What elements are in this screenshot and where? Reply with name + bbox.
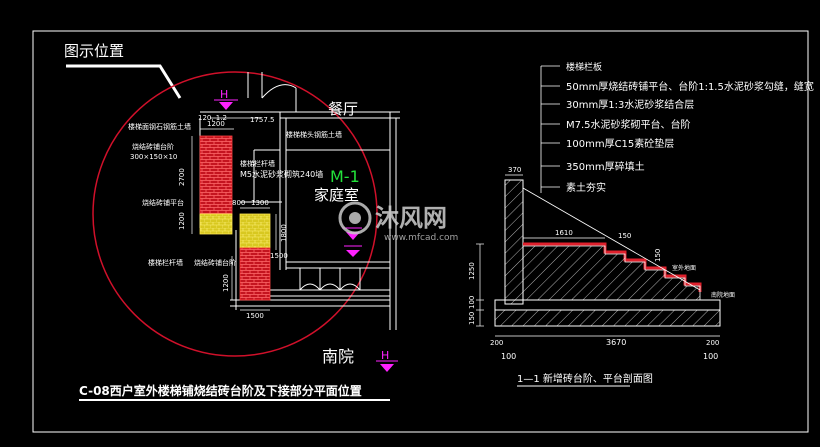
layer-5: 100mm厚C15素砼垫层 xyxy=(566,137,674,150)
legend-position-label: 图示位置 xyxy=(64,42,124,60)
dim-1250: 1250 xyxy=(468,262,476,280)
dim-1300: 1300 xyxy=(251,199,269,207)
legend-leader-line xyxy=(66,64,182,99)
dim-1500-b: 1500 xyxy=(270,252,288,260)
room-dining: 餐厅 xyxy=(328,100,358,118)
dim-1500: 1500 xyxy=(246,312,264,320)
section-step-body xyxy=(522,245,701,301)
brick-stair-lower xyxy=(239,247,271,301)
note-stair-railing: 楼梯栏杆墙 xyxy=(240,159,275,168)
note-mortar: M5水泥砂浆砌筑240墙 xyxy=(240,169,323,179)
watermark: 沐风网 www.mfcad.com xyxy=(338,201,458,243)
layer-6: 350mm厚碎填土 xyxy=(566,160,645,173)
section-left-dims xyxy=(476,243,484,327)
dim-3670: 3670 xyxy=(606,338,626,347)
brick-platform-left xyxy=(199,213,233,235)
brick-platform-right xyxy=(239,213,271,249)
dim-200: 200 xyxy=(490,339,503,347)
note-paving-steps: 烧结砖铺台阶 xyxy=(132,142,174,151)
label-natural-ground: 室外地面 xyxy=(672,264,696,272)
dim-100-right: 100 xyxy=(703,352,718,361)
watermark-url: www.mfcad.com xyxy=(384,233,458,243)
section-gravel-layer xyxy=(494,309,721,327)
dim-100: 100 xyxy=(468,296,476,309)
dim-1610: 1610 xyxy=(555,229,573,237)
plan-dimension-lines xyxy=(191,117,277,311)
marker-h-top: H xyxy=(214,88,238,110)
dim-1757: 1757.5 xyxy=(250,116,275,124)
layer-1: 楼梯栏板 xyxy=(566,61,602,73)
note-platform: 烧结砖铺平台 xyxy=(142,198,184,207)
dim-2700: 2700 xyxy=(178,168,186,186)
dim-1200-top: 1200 xyxy=(207,120,225,128)
dim-120: 120, 1.2 xyxy=(198,114,227,122)
layer-2: 50mm厚烧结砖铺平台、台阶1:1.5水泥砂浆勾缝，缝宽 xyxy=(566,80,814,93)
room-south-yard: 南院 xyxy=(322,347,354,366)
dim-150-a: 150 xyxy=(618,232,631,240)
highlight-circle xyxy=(92,71,378,357)
plan-title: C-08西户室外楼梯铺烧结砖台阶及下接部分平面位置 xyxy=(79,383,362,398)
section-title: 1—1 新增砖台阶、平台剖面图 xyxy=(517,372,653,385)
note-paving-size: 300×150×10 xyxy=(130,153,177,161)
marker-h-bottom: H xyxy=(376,349,398,372)
dim-100-left: 100 xyxy=(501,352,516,361)
dim-1200-mid: 1200 xyxy=(178,212,186,230)
label-ground: 南院地面 xyxy=(711,291,735,299)
note-stair-rail-left: 楼梯面钢石钢筋土墙 xyxy=(128,122,191,131)
svg-text:H: H xyxy=(381,349,389,362)
marker-m1: M-1 xyxy=(330,167,360,186)
layer-7: 素土夯实 xyxy=(566,181,606,194)
svg-text:H: H xyxy=(220,88,228,101)
plan-view: 1200 2700 1200 800 1300 1800 1200 1500 1… xyxy=(79,71,400,401)
dim-150-c: 150 xyxy=(468,312,476,325)
watermark-logo-icon xyxy=(338,201,372,235)
section-wall xyxy=(504,179,524,305)
dim-800: 800 xyxy=(232,199,245,207)
note-railing-low: 楼梯栏杆墙 xyxy=(148,258,183,267)
watermark-brand: 沐风网 xyxy=(375,204,447,232)
brick-stair-upper xyxy=(199,135,233,215)
note-paving-low: 烧结砖铺台阶 xyxy=(194,258,236,267)
room-family: 家庭室 xyxy=(314,186,359,204)
layer-4: M7.5水泥砂浆砌平台、台阶 xyxy=(566,118,691,131)
note-stair-rail-top: 楼梯梯头钢筋土墙 xyxy=(286,130,342,139)
section-base-slab xyxy=(494,299,721,311)
dim-200-b: 200 xyxy=(706,339,719,347)
dim-150-b: 150 xyxy=(654,249,662,262)
dim-370: 370 xyxy=(508,166,521,174)
section-slope-line xyxy=(522,187,701,291)
drawing-frame xyxy=(32,30,809,433)
section-view: 楼梯栏板 50mm厚烧结砖铺平台、台阶1:1.5水泥砂浆勾缝，缝宽 30mm厚1… xyxy=(468,61,814,387)
layer-3: 30mm厚1:3水泥砂浆结合层 xyxy=(566,98,694,111)
dim-1200-low: 1200 xyxy=(222,274,230,292)
dim-1800: 1800 xyxy=(280,224,288,242)
layer-ticks xyxy=(541,65,560,188)
